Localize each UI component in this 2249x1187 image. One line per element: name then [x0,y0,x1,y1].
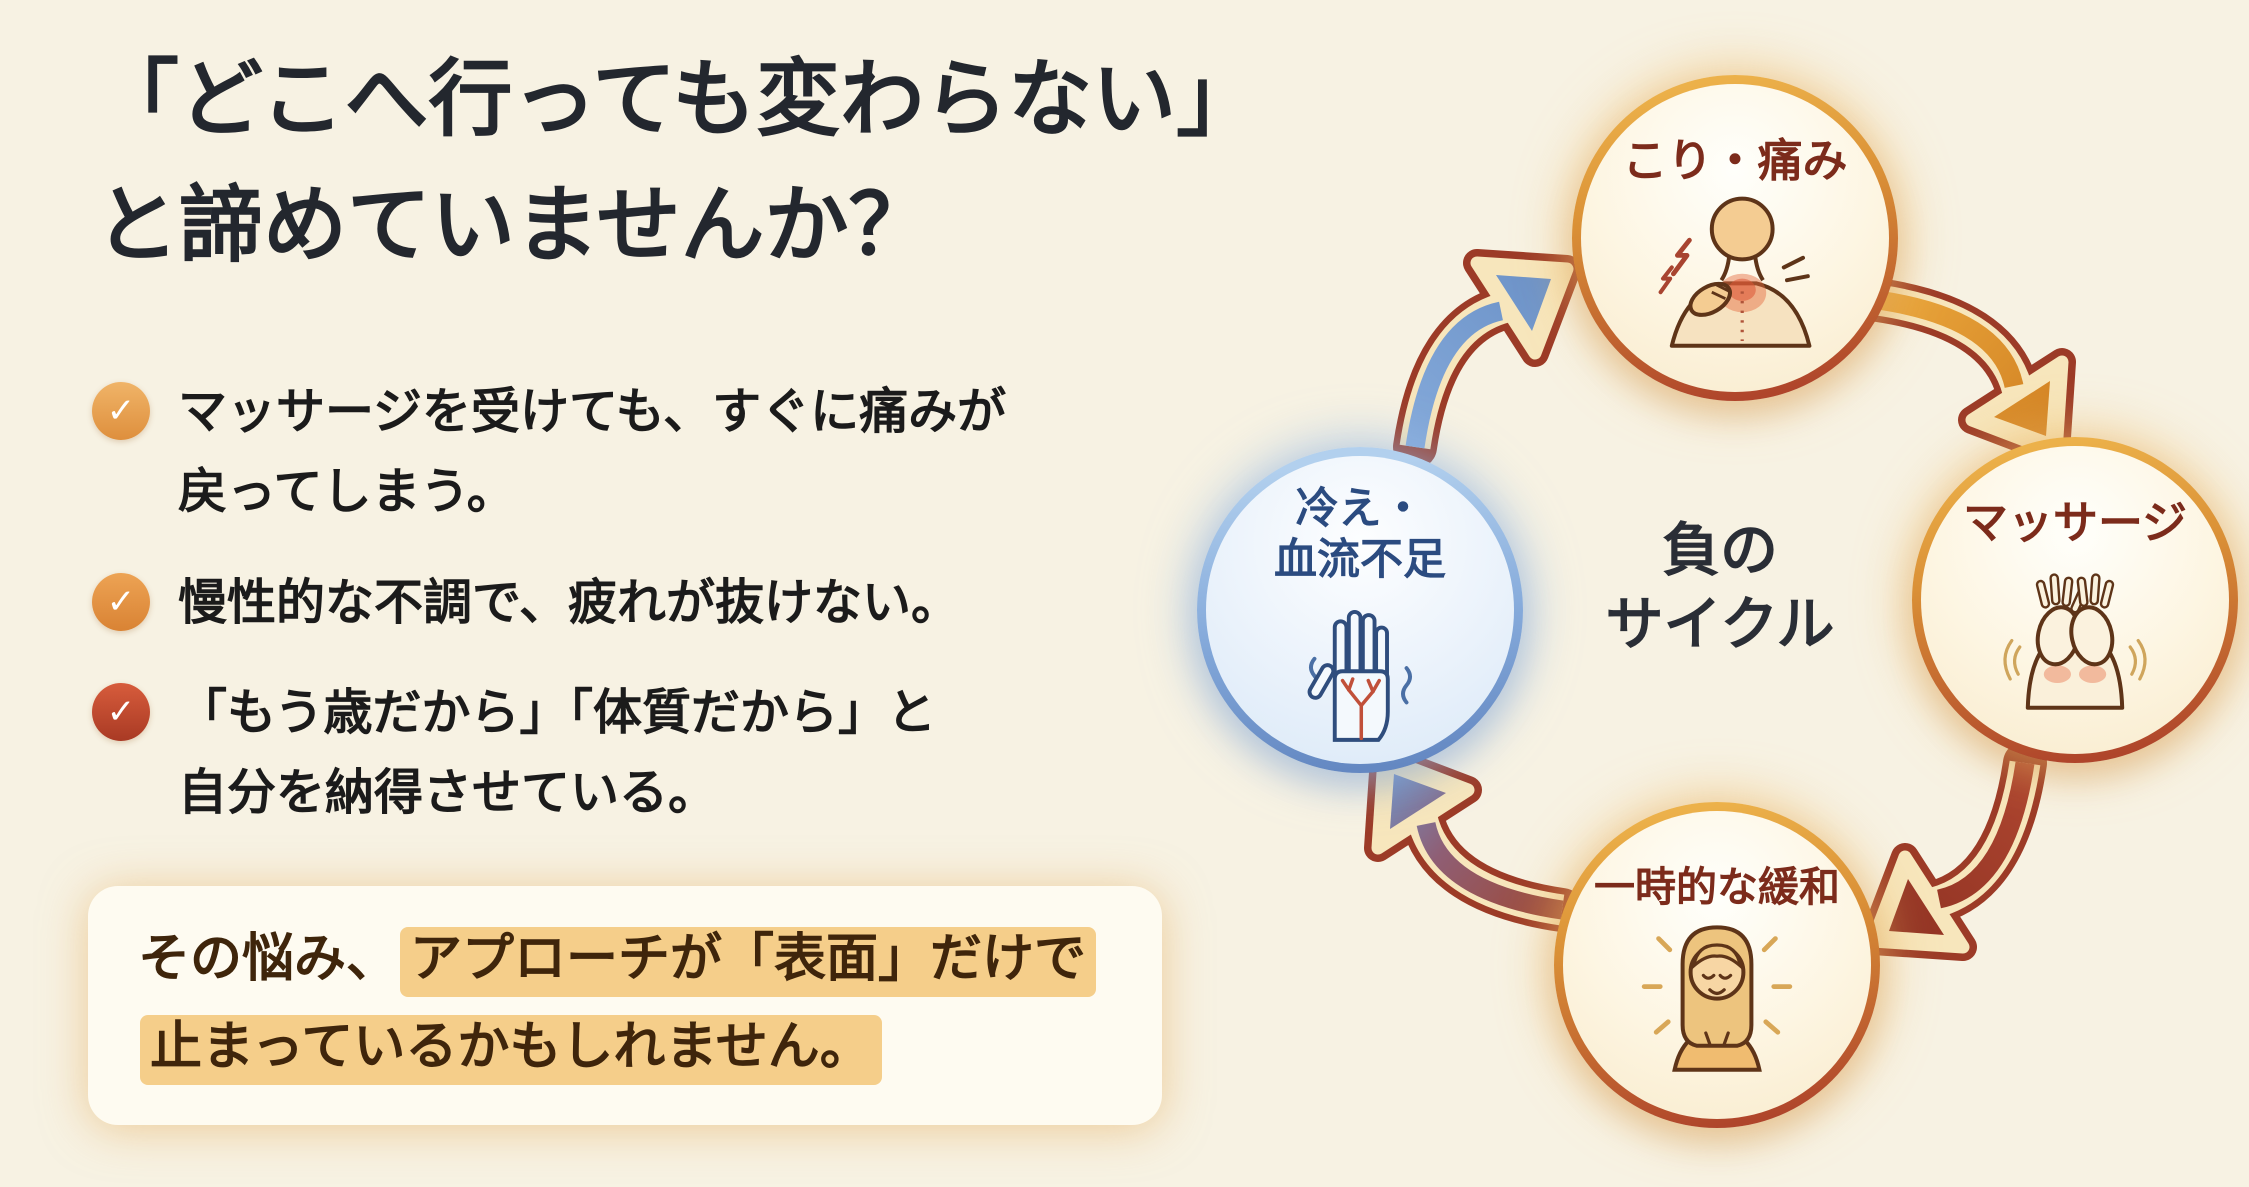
callout-line-1: その悩み、アプローチが「表面」だけで [138,926,1112,997]
concern-item: ✓ 慢性的な不調で、疲れが抜けない。 [92,563,1192,643]
arrow-relief-to-cold [1364,744,1584,932]
node-massage: マッサージ [1912,437,2238,763]
node-pain-label: こり・痛み [1622,135,1848,186]
headline: 「どこへ行っても変わらない」 と諦めていませんか？ [95,52,1261,272]
callout-box: その悩み、アプローチが「表面」だけで 止まっているかもしれません。 [88,886,1162,1126]
callout-highlight-1: アプローチが「表面」だけで [400,927,1097,997]
callout-highlight-2: 止まっているかもしれません。 [140,1014,882,1085]
neck-pain-icon [1658,196,1812,348]
arrow-pain-to-massage [1856,278,2076,466]
concern-text: 慢性的な不調で、疲れが抜けない。 [178,575,961,630]
node-relief-label: 一時的な緩和 [1594,864,1840,910]
node-cold-label: 冷え・ 血流不足 [1274,485,1446,584]
concern-list: ✓ マッサージを受けても、すぐに痛みが 戻ってしまう。 ✓ 慢性的な不調で、疲れ… [92,372,1192,864]
cold-hand-icon [1307,610,1412,743]
node-relief: 一時的な緩和 [1554,802,1880,1128]
concern-item: ✓ 「もう歳だから」「体質だから」と 自分を納得させている。 [92,673,1192,834]
concern-text: 「もう歳だから」「体質だから」と 自分を納得させている。 [178,686,937,821]
arrow-massage-to-relief [1859,741,2047,961]
concern-item: ✓ マッサージを受けても、すぐに痛みが 戻ってしまう。 [92,372,1192,533]
arrow-cold-to-pain [1393,249,1581,469]
node-cold: 冷え・ 血流不足 [1197,447,1523,773]
node-pain: こり・痛み [1572,75,1898,401]
check-circle-icon: ✓ [92,382,150,440]
relaxed-woman-icon [1641,925,1793,1073]
check-circle-icon: ✓ [92,572,150,631]
concern-text: マッサージを受けても、すぐに痛みが 戻ってしまう。 [178,385,1007,520]
callout-prefix: その悩み、 [138,930,399,988]
callout-line-2: 止まっているかもしれません。 [138,1014,1112,1085]
check-circle-icon: ✓ [92,683,150,742]
cycle-center-label: 負の サイクル [1605,518,1835,658]
massage-hands-icon [2003,573,2147,710]
node-massage-label: マッサージ [1962,497,2188,548]
